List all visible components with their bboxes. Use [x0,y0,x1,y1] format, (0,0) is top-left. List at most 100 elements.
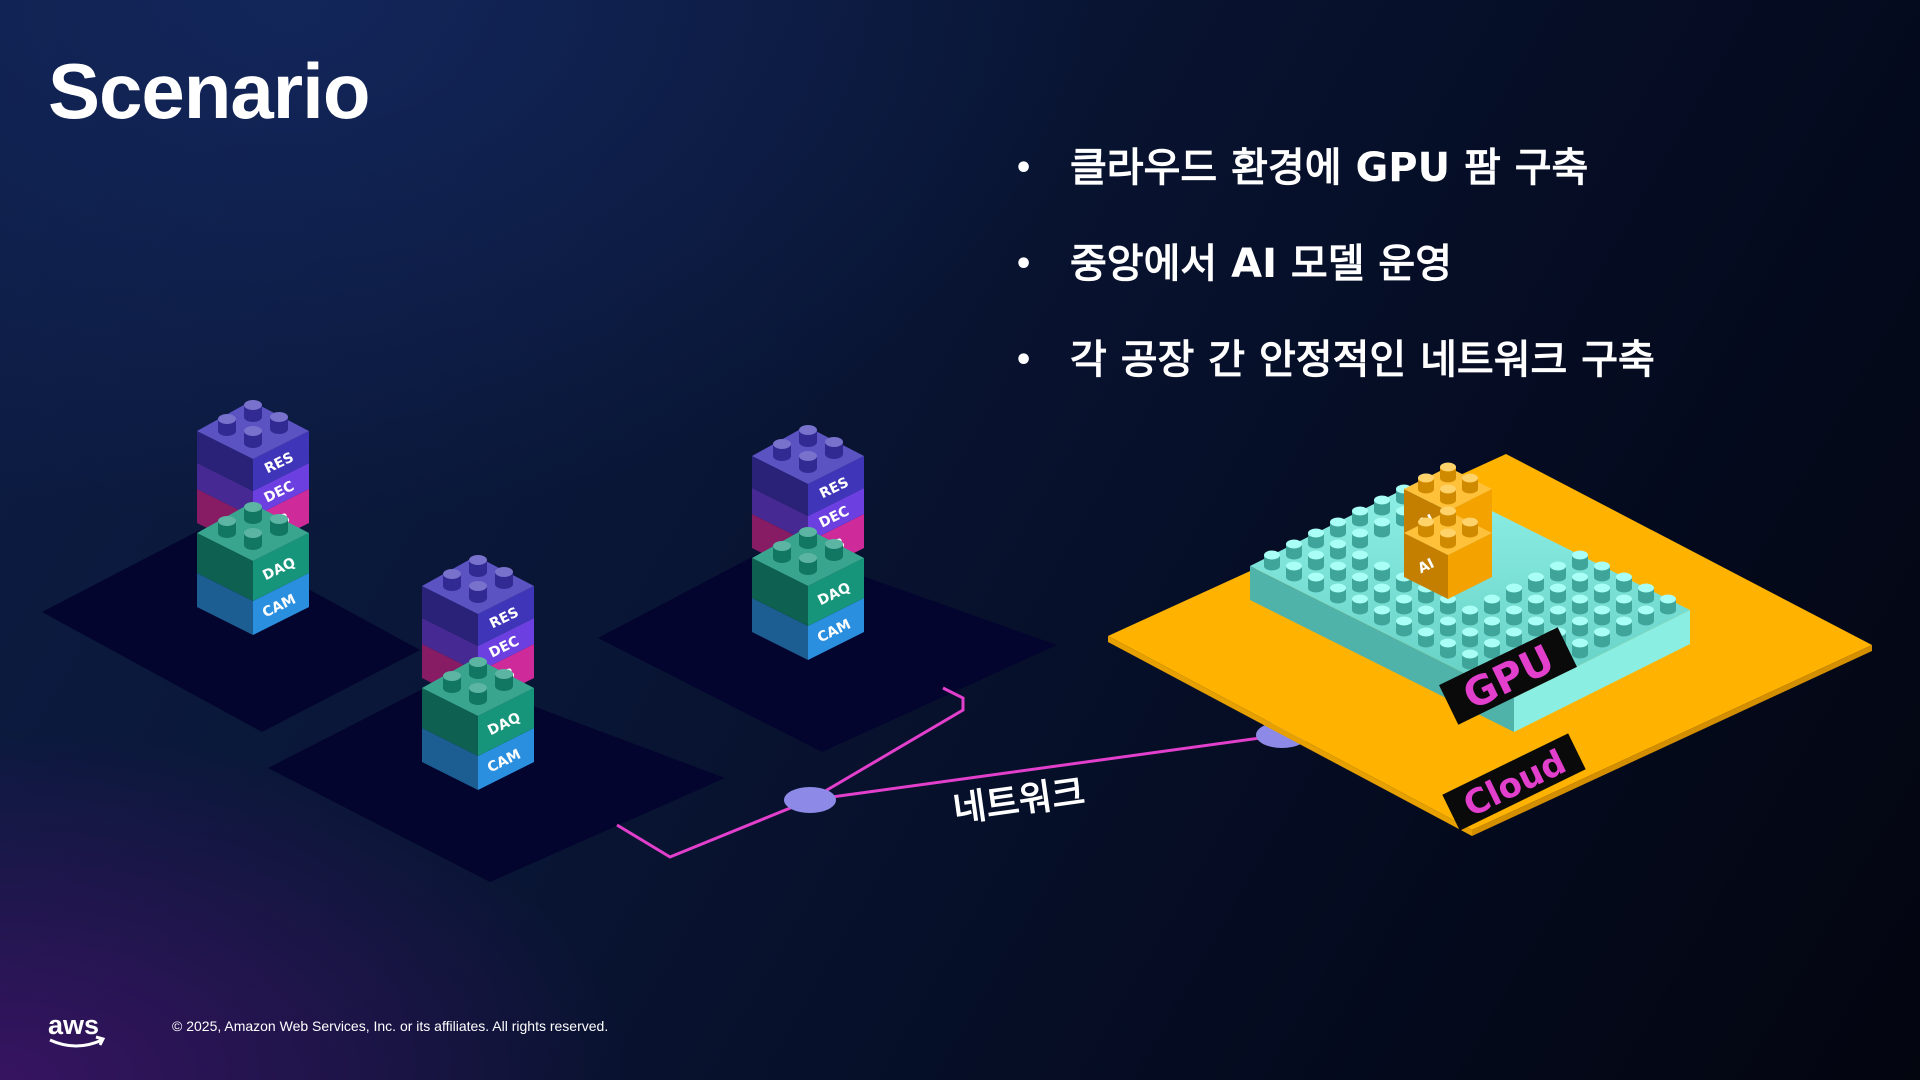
gpu-stud-base [1506,616,1522,626]
stack-stud-top [244,426,262,436]
gpu-stud-base [1462,638,1478,648]
gpu-stud-base [1550,616,1566,626]
stack-layer-face [808,456,864,516]
gpu-stud-top [1572,572,1588,582]
gpu-stud-top [1462,649,1478,659]
gpu-stud-side [1616,577,1632,588]
gpu-stud-side [1374,566,1390,577]
gpu-stud-side [1374,522,1390,533]
gpu-stud-side [1528,621,1544,632]
gpu-stud-base [1484,605,1500,615]
gpu-stud-side [1374,500,1390,511]
stack-stud-top [773,439,791,449]
stack-stud-top [443,671,461,681]
gpu-stud-side [1396,621,1412,632]
gpu-stud-top [1330,517,1346,527]
stack-layer-side [422,586,478,646]
gpu-stud-top [1462,627,1478,637]
gpu-stud-base [1352,539,1368,549]
gpu-stud-side [1352,599,1368,610]
gpu-stud-top [1352,506,1368,516]
gpu-stud-side [1352,511,1368,522]
aws-arrow-icon [95,1035,106,1046]
gpu-stud-base [1506,594,1522,604]
stack-stud-top [469,555,487,565]
copyright-notice: © 2025, Amazon Web Services, Inc. or its… [172,1018,609,1034]
gpu-stud-base [1286,572,1302,582]
gpu-stud-side [1396,577,1412,588]
gpu-stud-side [1572,599,1588,610]
stack-layer-face [478,618,534,672]
gpu-stud-top [1528,572,1544,582]
gpu-stud-base [1572,561,1588,571]
gpu-stud-top [1374,561,1390,571]
gpu-stud-base [1330,572,1346,582]
stack-stud-top [825,539,843,549]
gpu-stud-base [1572,627,1588,637]
aws-logo-text: aws [48,1010,99,1040]
stack-layer-side [197,533,253,601]
gpu-stud-base [1352,583,1368,593]
gpu-stud-top [1440,638,1456,648]
gpu-stud-side [1418,610,1434,621]
gpu-stud-top [1374,495,1390,505]
stack-layer-side [752,598,808,660]
gpu-stud-base [1308,583,1324,593]
cloud-platform-edge [1472,645,1872,836]
ai-stud-side [1418,478,1434,489]
gpu-stud-base [1528,583,1544,593]
bullet-item: • 중앙에서 AI 모델 운영 [1010,236,1655,332]
gpu-stud-side [1286,544,1302,555]
cloud-tag-background [1442,733,1586,831]
stack-stud-base [469,567,487,577]
stack-stud-base [825,551,843,561]
stack-layer-side [422,728,478,790]
gpu-stud-base [1616,605,1632,615]
gpu-stud-side [1484,643,1500,654]
gpu-stud-top [1308,572,1324,582]
ai-stud-top [1440,506,1456,516]
gpu-stud-top [1616,572,1632,582]
factory-platform [42,530,420,732]
gpu-stud-side [1308,533,1324,544]
stack-stud-top [244,528,262,538]
stack-stud-top [270,514,288,524]
stack-stud-top [469,581,487,591]
gpu-stud-base [1660,605,1676,615]
bullet-text: 클라우드 환경에 GPU 팜 구축 [1070,145,1589,191]
ai-stud-side [1462,478,1478,489]
gpu-stud-side [1594,632,1610,643]
stack-stud-base [443,581,461,591]
gpu-stud-side [1528,577,1544,588]
gpu-stud-side [1440,621,1456,632]
bullet-dot: • [1014,247,1034,282]
gpu-stud-top [1660,594,1676,604]
gpu-stud-base [1308,539,1324,549]
stack-layer-face [478,688,534,756]
stack-layer-side [197,463,253,517]
gpu-stud-base [1616,627,1632,637]
ai-stud-base [1462,528,1478,538]
bullet-item: • 각 공장 간 안정적인 네트워크 구축 [1010,332,1655,428]
gpu-stud-base [1462,660,1478,670]
ai-stud-top [1440,528,1456,538]
network-link [616,798,811,859]
gpu-stud-top [1572,594,1588,604]
ai-stud-top [1462,517,1478,527]
gpu-stud-side [1528,599,1544,610]
gpu-stud-top [1286,561,1302,571]
ai-stud-top [1440,484,1456,494]
stack-stud-base [244,514,262,524]
gpu-stud-top [1330,583,1346,593]
aws-smile-icon [49,1038,103,1048]
stack-stud-top [244,400,262,410]
gpu-stud-side [1418,588,1434,599]
stack-stud-top [443,569,461,579]
gpu-stud-side [1330,522,1346,533]
gpu-stud-top [1418,605,1434,615]
gpu-stud-top [1594,627,1610,637]
stack-stud-top [244,502,262,512]
gpu-stud-base [1352,561,1368,571]
gpu-stud-side [1308,555,1324,566]
